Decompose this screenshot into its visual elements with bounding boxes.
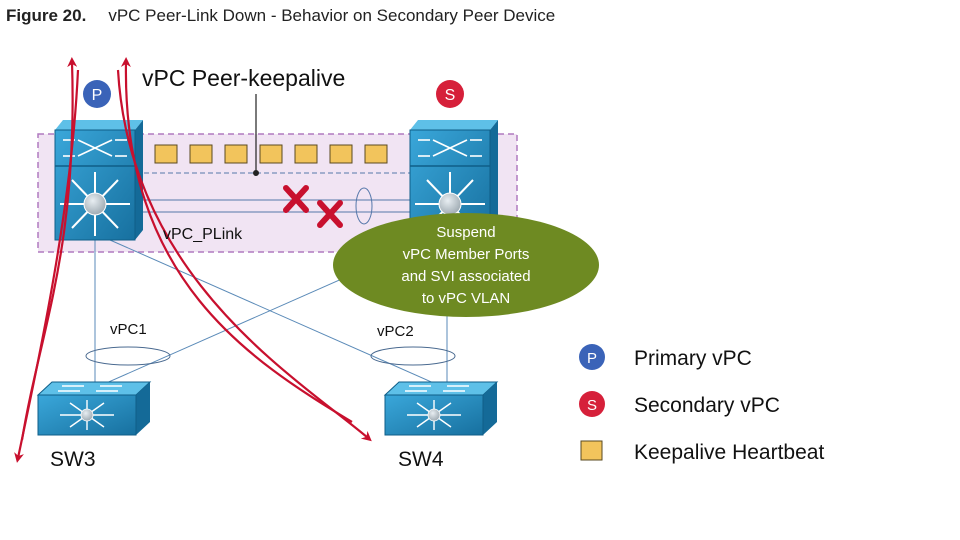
callout-line: and SVI associated <box>401 268 530 285</box>
keepalive-pointer-dot <box>253 170 259 176</box>
callout-line: vPC Member Ports <box>403 246 530 263</box>
legend-label: Primary vPC <box>634 347 752 370</box>
vpc1-bundle-ellipse <box>85 346 171 366</box>
traffic-flow-up-sw4 <box>116 69 372 442</box>
vpc2-label: vPC2 <box>377 323 414 340</box>
legend: P Primary vPC S Secondary vPC Keepalive … <box>579 344 824 464</box>
vpc1-label: vPC1 <box>110 321 147 338</box>
suspend-callout: Suspend vPC Member Ports and SVI associa… <box>333 213 599 317</box>
heartbeat-box <box>154 144 178 164</box>
heartbeat-box <box>224 144 248 164</box>
svg-text:P: P <box>587 350 597 367</box>
figure-caption: Figure 20. vPC Peer-Link Down - Behavior … <box>6 6 555 26</box>
legend-secondary-icon <box>579 391 605 417</box>
svg-text:S: S <box>587 397 597 414</box>
legend-item-secondary: S Secondary vPC <box>579 391 780 417</box>
legend-item-heartbeat: Keepalive Heartbeat <box>580 440 824 464</box>
svg-text:P: P <box>92 87 103 104</box>
vpc2-bundle-ellipse <box>370 346 456 366</box>
svg-text:S: S <box>445 87 456 104</box>
traffic-flow-sw4-up <box>120 57 353 423</box>
peer-link <box>128 172 412 225</box>
secondary-badge: S <box>436 80 464 108</box>
peer-keepalive-label: vPC Peer-keepalive <box>142 65 345 91</box>
callout-line: Suspend <box>436 224 495 241</box>
access-switch-sw3 <box>36 381 152 436</box>
heartbeat-box <box>329 144 353 164</box>
heartbeat-box <box>189 144 213 164</box>
figure-title: vPC Peer-Link Down - Behavior on Seconda… <box>108 6 556 25</box>
heartbeat-box <box>294 144 318 164</box>
access-switch-sw4 <box>383 381 499 436</box>
legend-item-primary: P Primary vPC <box>579 344 752 370</box>
heartbeat-box <box>259 144 283 164</box>
legend-label: Keepalive Heartbeat <box>634 441 824 464</box>
heartbeat-box <box>364 144 388 164</box>
figure-number: Figure 20. <box>6 6 87 25</box>
legend-heartbeat-icon <box>580 440 603 461</box>
primary-badge: P <box>83 80 111 108</box>
legend-label: Secondary vPC <box>634 394 780 417</box>
peer-link-label: vPC_PLink <box>163 226 243 243</box>
sw4-label: SW4 <box>398 448 444 471</box>
sw3-label: SW3 <box>50 448 96 471</box>
keepalive-heartbeats <box>154 144 388 164</box>
peer-link-failure-icon <box>283 185 343 228</box>
callout-line: to vPC VLAN <box>422 290 510 307</box>
legend-primary-icon <box>579 344 605 370</box>
traffic-flow-up-sw3 <box>14 69 80 463</box>
